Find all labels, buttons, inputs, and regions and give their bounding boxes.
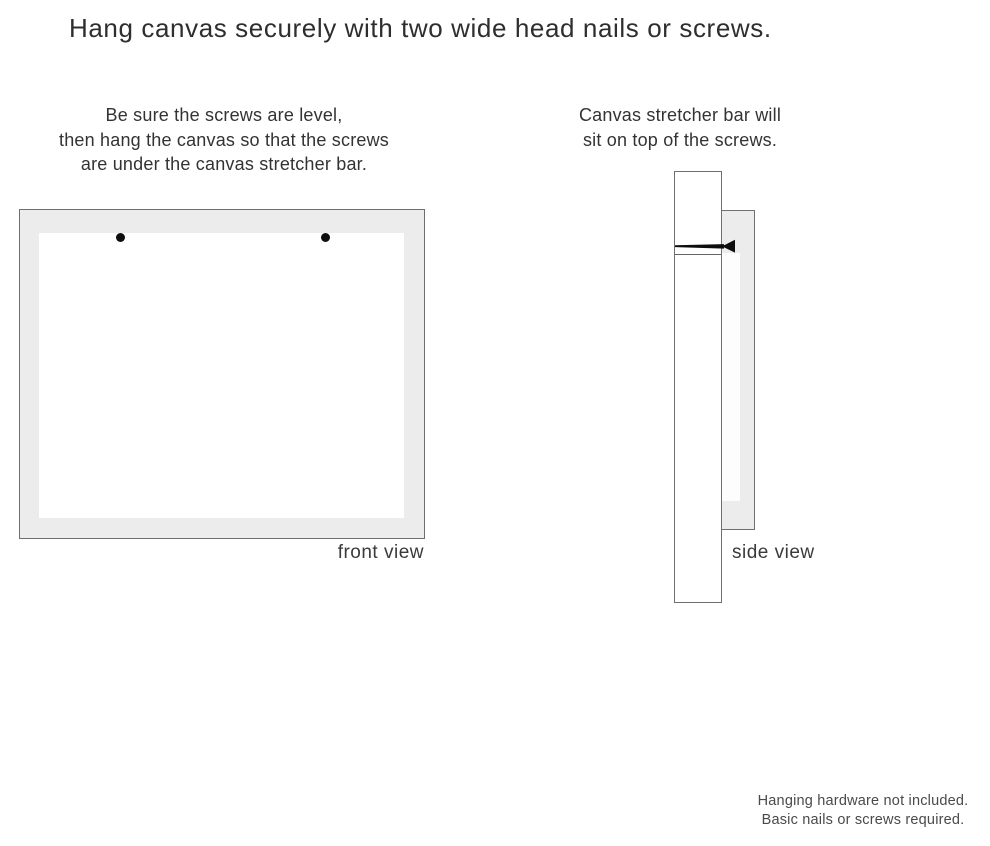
side-instruction-line-1: Canvas stretcher bar will xyxy=(578,105,782,125)
screw-right-icon xyxy=(321,233,330,242)
front-instruction-line-2: then hang the canvas so that the screws xyxy=(59,129,389,150)
side-view-label: side view xyxy=(732,542,815,563)
canvas-inner-front xyxy=(39,233,404,518)
hardware-note-line-2: Basic nails or screws required. xyxy=(761,812,965,828)
side-instruction-line-2: sit on top of the screws. xyxy=(582,129,778,150)
screw-left-icon xyxy=(116,233,125,242)
stretcher-bar-side xyxy=(674,171,722,603)
hardware-note-line-1: Hanging hardware not included. xyxy=(757,793,969,809)
canvas-side-inner xyxy=(722,253,740,501)
front-instruction-line-1: Be sure the screws are level, xyxy=(105,105,343,125)
front-view-label: front view xyxy=(337,542,424,563)
nail-icon xyxy=(675,239,735,253)
side-instruction-text: Canvas stretcher bar will sit on top of … xyxy=(530,103,830,152)
page-title: Hang canvas securely with two wide head … xyxy=(69,13,772,43)
front-instruction-line-3: are under the canvas stretcher bar. xyxy=(80,154,368,174)
front-instruction-text: Be sure the screws are level, then hang … xyxy=(24,103,424,177)
hardware-note: Hanging hardware not included. Basic nai… xyxy=(738,792,988,830)
stretcher-bar-edge-line xyxy=(675,254,721,255)
